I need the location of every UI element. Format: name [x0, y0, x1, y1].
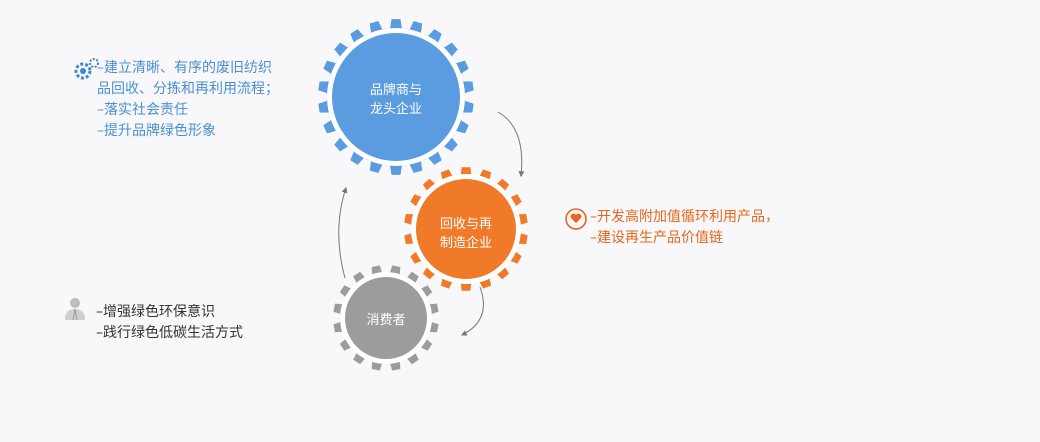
- arrow-recycle-to-consumer: [460, 286, 484, 336]
- gear-hub: [332, 33, 460, 161]
- gear-recycle-label-2: 制造企业: [440, 235, 492, 251]
- arrow-consumer-to-brand: [338, 186, 348, 279]
- arrow-brand-to-recycle: [497, 111, 525, 178]
- recycle-note-line: –开发高附加值循环利用产品，: [590, 209, 779, 225]
- gear-recycle-label-1: 回收与再: [440, 217, 492, 232]
- gear-hub: [416, 179, 516, 279]
- gear-brand-label-1: 品牌商与: [370, 82, 422, 98]
- gear-hub: [345, 277, 427, 359]
- gear-brand-label-2: 龙头企业: [370, 101, 422, 117]
- consumer-note-line: –增强绿色环保意识: [96, 304, 215, 320]
- gear-recycle: [404, 167, 528, 291]
- gear-brand: [318, 19, 474, 175]
- consumer-note: –增强绿色环保意识 –践行绿色低碳生活方式: [96, 302, 243, 344]
- person-icon: [65, 298, 85, 321]
- gear-consumer: [333, 265, 439, 371]
- recycle-note: –开发高附加值循环利用产品， –建设再生产品价值链: [590, 207, 779, 249]
- consumer-note-line: –践行绿色低碳生活方式: [96, 325, 243, 341]
- brand-note-line: –建立清晰、有序的废旧纺织: [97, 60, 272, 76]
- brand-note-line: 品回收、分拣和再利用流程；: [97, 81, 279, 97]
- brand-note-line: –提升品牌绿色形象: [97, 123, 216, 139]
- recycle-note-line: –建设再生产品价值链: [590, 230, 723, 246]
- brand-note-line: –落实社会责任: [97, 102, 188, 118]
- gear-consumer-label: 消费者: [366, 313, 405, 328]
- brand-note: –建立清晰、有序的废旧纺织 品回收、分拣和再利用流程； –落实社会责任 –提升品…: [97, 58, 279, 142]
- heart-in-hand-icon: [565, 208, 587, 230]
- gears-icon: [74, 58, 99, 80]
